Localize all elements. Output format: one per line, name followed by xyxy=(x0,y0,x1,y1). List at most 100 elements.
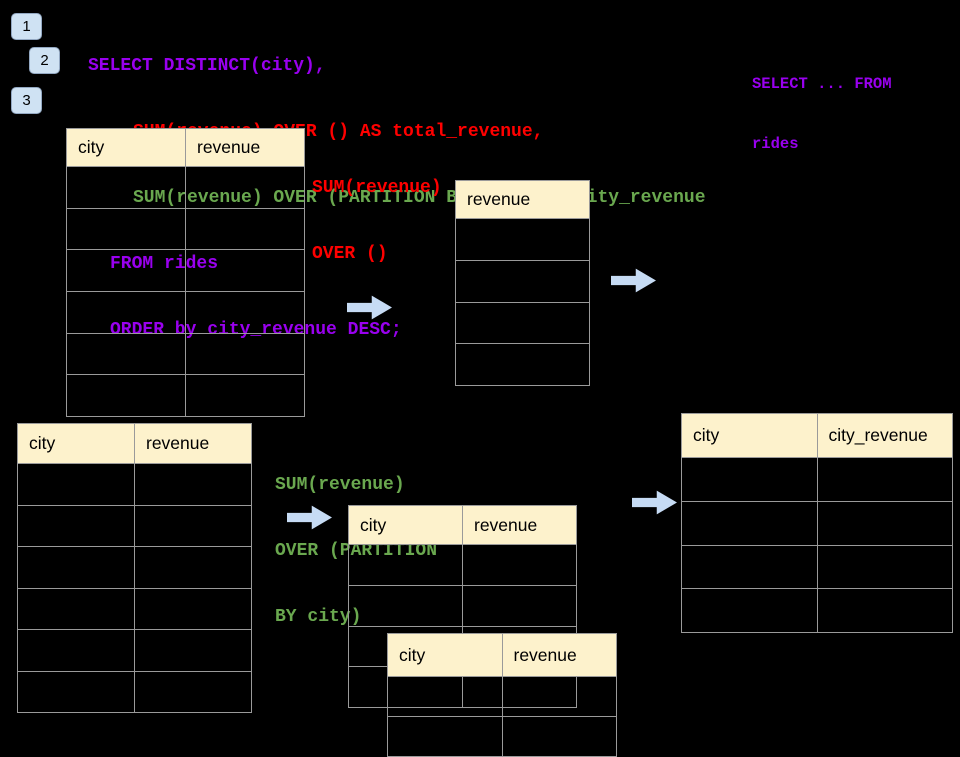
table-cell xyxy=(67,250,185,291)
sql-line-select: SELECT DISTINCT(city), xyxy=(88,56,326,76)
table-cell xyxy=(18,506,134,547)
annotation-partition-line3: BY city) xyxy=(275,607,362,627)
table-cell xyxy=(134,505,251,546)
table-header-row: city city_revenue xyxy=(682,414,952,458)
table-row xyxy=(456,343,589,385)
step-badge-1-label: 1 xyxy=(22,18,31,35)
table-row xyxy=(682,500,953,545)
table-cell xyxy=(18,464,134,505)
table-cell xyxy=(462,667,576,707)
table-row xyxy=(18,504,251,547)
table-row xyxy=(388,716,616,756)
column-header: city_revenue xyxy=(816,414,953,457)
table-header-row: city revenue xyxy=(67,129,304,167)
column-header: city xyxy=(399,644,426,665)
table-cell xyxy=(456,261,589,302)
table-row xyxy=(18,587,251,630)
table-cell xyxy=(134,630,251,671)
table-cell xyxy=(816,501,953,545)
table-partition-step: city revenue xyxy=(348,505,577,708)
table-cell xyxy=(18,672,134,713)
annotation-total-line2: OVER () xyxy=(312,244,388,264)
table-cell xyxy=(456,219,589,260)
column-header: revenue xyxy=(185,129,304,166)
select-from-note: SELECT ... FROM rides xyxy=(752,34,892,174)
column-header: revenue xyxy=(462,506,576,544)
table-cell xyxy=(501,717,617,756)
column-header: city xyxy=(360,514,387,535)
column-header: revenue xyxy=(501,634,617,676)
annotation-partition-line1: SUM(revenue) xyxy=(275,475,405,495)
table-cell xyxy=(388,677,502,716)
table-source-partition: city revenue xyxy=(17,423,252,713)
step-badge-3: 3 xyxy=(11,87,42,114)
table-cell xyxy=(456,303,589,344)
annotation-total-line1: SUM(revenue) xyxy=(312,178,442,198)
table-row xyxy=(456,301,589,344)
step-badge-3-label: 3 xyxy=(22,92,31,109)
step-badge-2: 2 xyxy=(29,47,60,74)
table-cell xyxy=(816,458,953,501)
table-row xyxy=(456,219,589,260)
table-final-result: city city_revenue xyxy=(681,413,953,633)
table-row xyxy=(18,464,251,505)
column-header: city xyxy=(29,433,56,453)
table-cell xyxy=(816,545,953,589)
column-header: city xyxy=(693,425,720,445)
select-from-note-line2: rides xyxy=(752,135,799,153)
table-row xyxy=(18,670,251,713)
annotation-partition-line2: OVER (PARTITION xyxy=(275,541,438,561)
table-row xyxy=(682,544,953,589)
table-source-total: city revenue xyxy=(66,128,305,417)
table-cell xyxy=(67,334,185,375)
step-badge-2-label: 2 xyxy=(40,52,49,69)
table-cell xyxy=(462,585,576,626)
table-cell xyxy=(816,589,953,632)
table-cell xyxy=(185,208,304,250)
table-header-row: revenue xyxy=(456,181,589,219)
table-cell xyxy=(682,589,817,632)
table-cell xyxy=(501,677,617,716)
table-cell xyxy=(349,586,462,626)
table-cell xyxy=(185,167,304,208)
table-cell xyxy=(18,630,134,671)
column-header: revenue xyxy=(134,424,251,463)
table-row xyxy=(388,677,616,716)
table-row xyxy=(67,374,304,417)
table-row xyxy=(349,584,576,626)
table-cell xyxy=(134,547,251,588)
table-row xyxy=(18,546,251,588)
right-arrow-icon xyxy=(632,490,677,515)
table-cell xyxy=(185,292,304,333)
table-total-revenue: revenue xyxy=(455,180,590,386)
table-cell xyxy=(456,344,589,385)
table-header-row: city revenue xyxy=(18,424,251,464)
table-row xyxy=(67,249,304,292)
table-row xyxy=(67,207,304,250)
sql-line-from: FROM rides xyxy=(110,254,219,274)
table-row xyxy=(682,588,952,632)
table-cell xyxy=(67,167,185,208)
table-header-row: city revenue xyxy=(388,634,616,677)
table-cell xyxy=(134,588,251,629)
table-cell xyxy=(349,545,462,585)
table-cell xyxy=(185,333,304,375)
table-cell xyxy=(682,458,817,501)
table-cell xyxy=(18,589,134,630)
annotation-sum-over-partition: SUM(revenue) OVER (PARTITION BY city) xyxy=(275,430,437,650)
table-cell xyxy=(134,464,251,505)
table-cell xyxy=(682,546,817,589)
column-header: revenue xyxy=(467,189,531,209)
table-cell xyxy=(67,375,185,416)
table-cell xyxy=(67,292,185,333)
table-cell xyxy=(682,502,817,545)
table-row xyxy=(682,458,952,501)
table-cell xyxy=(185,375,304,417)
column-header: city xyxy=(78,137,105,157)
select-from-note-line1: SELECT ... FROM xyxy=(752,75,892,93)
table-row xyxy=(67,167,304,208)
table-row xyxy=(349,545,576,585)
annotation-sum-over-total: SUM(revenue) OVER () xyxy=(312,133,442,287)
table-row xyxy=(456,259,589,302)
table-cell xyxy=(462,545,576,585)
